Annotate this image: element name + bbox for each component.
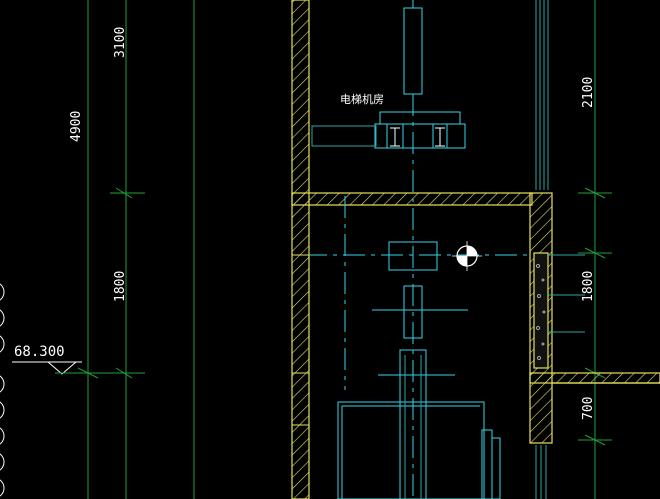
dim-left-lower: 1800 — [113, 271, 128, 302]
hoist-machine — [311, 0, 466, 149]
governor-symbol — [452, 241, 482, 271]
dim-right-upper: 2100 — [581, 77, 596, 108]
elevator-car — [337, 241, 501, 499]
room-label: 电梯机房 — [340, 92, 384, 106]
dim-left-upper: 3100 — [113, 27, 128, 58]
elevation-marker — [12, 361, 145, 375]
wall-openings — [292, 254, 309, 426]
elevator-rails — [535, 0, 585, 499]
grid-bubbles — [0, 283, 5, 497]
dim-right-middle: 1800 — [581, 271, 596, 302]
concrete-fill — [536, 264, 546, 360]
center-axes — [305, 94, 530, 499]
dim-right-lower: 700 — [581, 397, 596, 420]
elevation-label: 68.300 — [14, 344, 65, 360]
walls — [291, 0, 660, 499]
dim-left-total: 4900 — [69, 111, 84, 142]
